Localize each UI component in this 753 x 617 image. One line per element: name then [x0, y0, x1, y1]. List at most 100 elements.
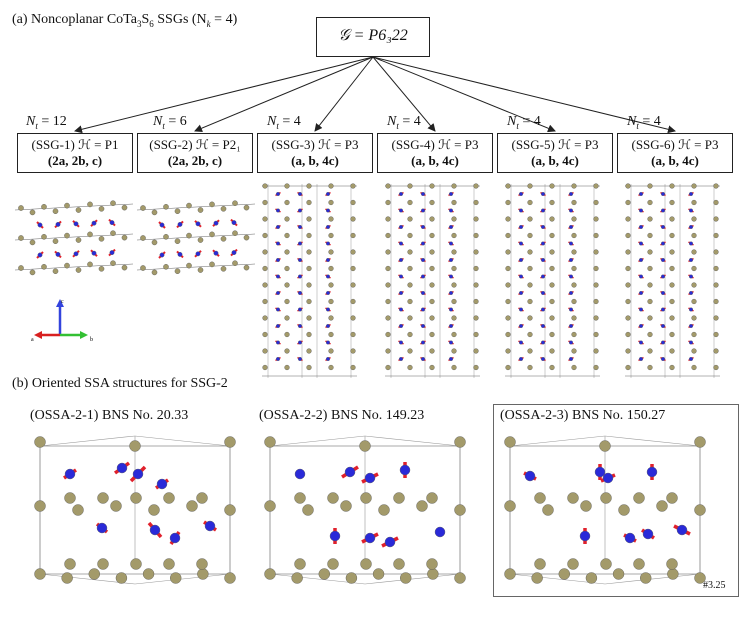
footnote: #3.25	[703, 580, 726, 591]
co-atom	[541, 356, 546, 361]
ta-atom	[669, 298, 675, 305]
co-atom	[569, 274, 574, 279]
ta-atom	[426, 492, 438, 504]
co-atom	[689, 356, 694, 361]
ta-atom	[549, 364, 555, 371]
ta-atom	[505, 249, 511, 255]
ta-atom	[328, 315, 334, 321]
co-atom	[204, 520, 216, 532]
ossa-title-3: (OSSA-2-3) BNS No. 150.27	[500, 408, 666, 423]
ta-atom	[593, 216, 599, 222]
co-atom	[298, 307, 303, 312]
ta-atom	[262, 364, 268, 371]
co-atom	[364, 532, 376, 544]
co-atom	[195, 221, 201, 227]
ta-atom	[473, 348, 479, 354]
ta-atom	[713, 331, 719, 338]
co-atom	[37, 222, 43, 228]
ta-atom	[585, 572, 598, 584]
co-atom	[519, 257, 524, 262]
co-atom	[64, 468, 76, 480]
ta-atom	[350, 183, 356, 189]
ta-atom	[426, 558, 438, 570]
co-atom	[569, 208, 574, 213]
co-atom	[569, 290, 574, 295]
ta-atom	[666, 558, 678, 570]
co-atom	[676, 524, 688, 536]
highlight-frame-ossa-2-3	[493, 404, 739, 597]
ta-atom	[558, 568, 570, 580]
ta-atom	[600, 558, 612, 570]
ta-atom	[64, 202, 70, 209]
ta-atom	[429, 216, 435, 222]
ta-atom	[98, 266, 105, 272]
ta-atom	[473, 331, 479, 338]
ta-atom	[97, 558, 109, 570]
tree-arrow-3	[314, 56, 374, 132]
ta-atom	[669, 331, 675, 338]
ta-atom	[407, 348, 413, 354]
co-atom	[91, 250, 97, 256]
ta-atom	[571, 265, 577, 272]
co-atom	[639, 290, 644, 295]
ta-atom	[130, 492, 142, 504]
ta-atom	[593, 232, 599, 239]
co-atom	[132, 468, 144, 480]
co-atom	[519, 241, 524, 246]
ta-atom	[306, 364, 312, 371]
co-atom	[541, 257, 546, 262]
ta-atom	[350, 282, 356, 288]
ta-atom	[327, 492, 339, 504]
ta-atom	[140, 265, 146, 271]
co-atom	[73, 251, 79, 257]
ta-atom	[284, 298, 290, 305]
co-atom	[399, 323, 404, 328]
ta-atom	[262, 216, 268, 222]
co-atom	[449, 257, 454, 262]
cell-edge	[604, 573, 701, 585]
co-atom	[541, 208, 546, 213]
ta-atom	[378, 504, 390, 516]
co-atom	[689, 307, 694, 312]
panel-a-title: (a) Noncoplanar CoTa3S6 SSGs (Nk = 4)	[12, 12, 238, 29]
ta-atom	[407, 249, 413, 255]
tree-arrow-6	[372, 56, 676, 134]
ta-atom	[451, 216, 457, 222]
co-atom	[276, 356, 281, 361]
co-atom	[661, 225, 666, 230]
ta-atom	[196, 558, 208, 570]
ta-atom	[669, 348, 675, 354]
co-atom	[169, 532, 181, 544]
co-atom	[449, 356, 454, 361]
co-atom	[96, 522, 108, 534]
co-atom	[298, 290, 303, 295]
ta-atom	[174, 238, 181, 245]
ta-atom	[527, 216, 533, 222]
ta-atom	[713, 216, 719, 222]
ta-atom	[34, 436, 46, 448]
co-atom	[109, 220, 115, 225]
ta-atom	[713, 298, 719, 305]
co-atom	[326, 208, 331, 213]
ta-atom	[633, 492, 645, 504]
ta-atom	[163, 558, 175, 570]
ta-atom	[612, 568, 625, 580]
ta-atom	[110, 500, 122, 512]
ta-atom	[284, 265, 290, 272]
ssg-name: (SSG-2) ℋ = P2₁	[149, 137, 241, 152]
ta-atom	[243, 204, 250, 211]
nt-label-1: Nt = 12	[26, 114, 67, 131]
co-atom	[541, 290, 546, 295]
co-atom	[519, 290, 524, 295]
ta-atom	[691, 216, 697, 222]
ta-atom	[87, 231, 93, 238]
co-atom	[579, 530, 591, 542]
ta-atom	[713, 315, 719, 321]
co-atom	[639, 241, 644, 246]
co-atom	[421, 208, 426, 213]
ta-atom	[640, 572, 652, 584]
ta-atom	[593, 265, 599, 272]
ta-atom	[291, 572, 303, 584]
ta-atom	[505, 265, 511, 272]
ta-atom	[549, 331, 555, 338]
